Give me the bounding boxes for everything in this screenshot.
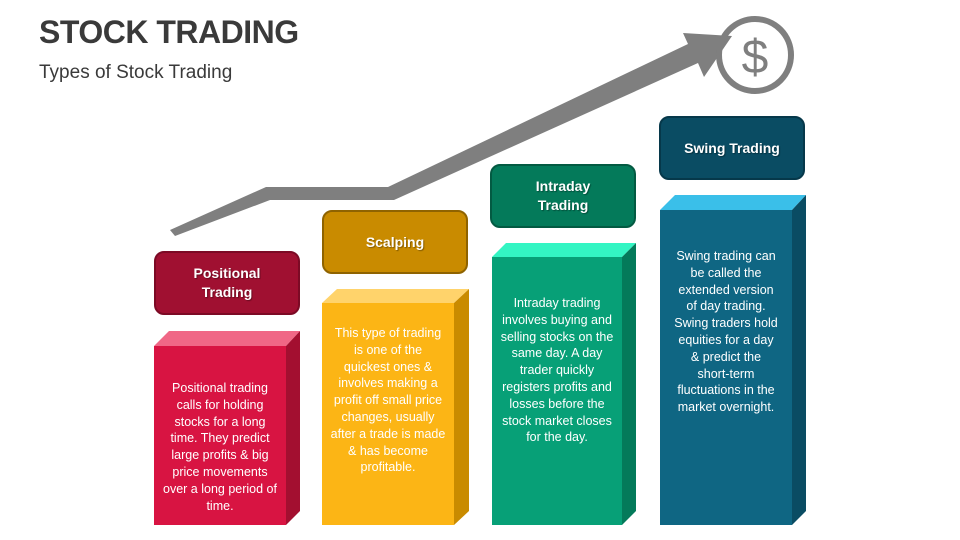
step-header-scalping: Scalping: [322, 210, 468, 274]
step-column-positional-trading: Positional trading calls for holding sto…: [154, 331, 300, 525]
dollar-circle-icon: $: [716, 16, 794, 94]
step-description: This type of trading is one of the quick…: [330, 326, 446, 475]
step-header-swing-trading: Swing Trading: [659, 116, 805, 180]
step-header-label: Positional Trading: [193, 265, 261, 300]
step-description: Swing trading can be called the extended…: [674, 249, 778, 415]
step-description: Positional trading calls for holding sto…: [163, 381, 277, 513]
step-header-label: Intraday Trading: [535, 178, 591, 213]
step-column-swing-trading: Swing trading can be called the extended…: [660, 195, 806, 525]
step-column-scalping: This type of trading is one of the quick…: [322, 289, 469, 525]
step-column-intraday-trading: Intraday trading involves buying and sel…: [492, 243, 636, 525]
step-header-label: Swing Trading: [684, 139, 780, 156]
step-header-positional-trading: Positional Trading: [154, 251, 300, 315]
slide-subtitle: Types of Stock Trading: [39, 62, 233, 83]
step-description: Intraday trading involves buying and sel…: [500, 296, 614, 445]
svg-text:$: $: [742, 31, 769, 84]
slide-title: STOCK TRADING: [39, 14, 299, 50]
step-header-label: Scalping: [365, 233, 425, 250]
step-header-intraday-trading: Intraday Trading: [490, 164, 636, 228]
